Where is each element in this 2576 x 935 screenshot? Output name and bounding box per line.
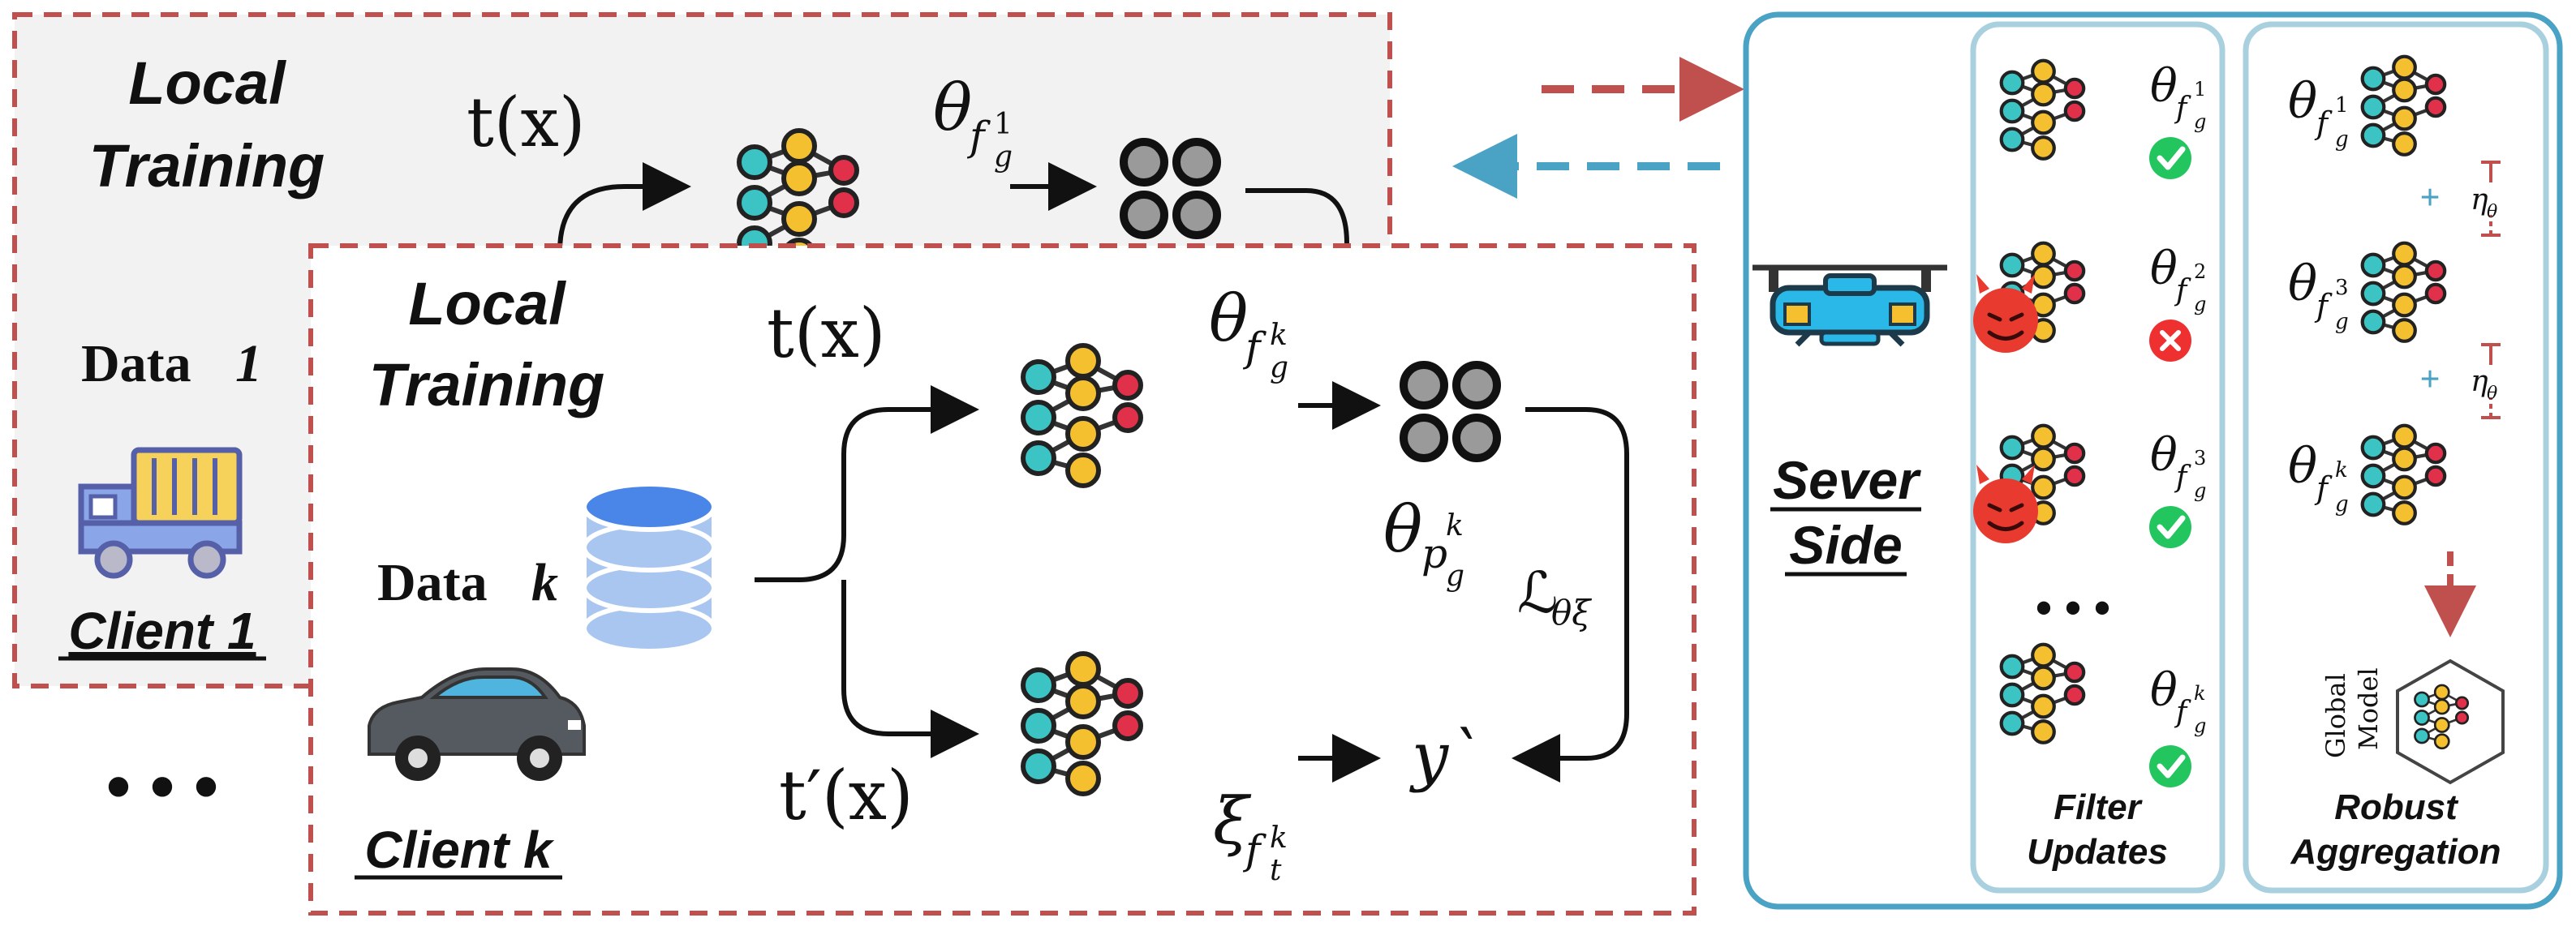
cross-icon [2149,320,2191,362]
car-icon [368,667,586,781]
client1-transform-arrow [557,162,691,252]
truck-icon [78,447,243,579]
client1-theta-subsub: g [994,140,1013,174]
eta-weight-1 [2481,161,2501,237]
agg-eta-1-sub: θ [2487,202,2497,222]
filter-item-k-sup: k [2194,682,2206,705]
devil-icon [1973,465,2038,543]
client1-theta-base: θ [933,70,972,145]
global-model-line2: Model [2353,667,2384,750]
server-panel: Sever Side θ f g 1 [1743,11,2563,910]
client1-title-line1: Local [128,49,286,117]
client1-data-prefix: Data [81,334,191,393]
filter-caption-line1: Filter [2053,787,2143,827]
clientk-theta-p-sub: p [1421,530,1447,577]
clientk-theta-f-subsub: g [1270,351,1288,384]
clientk-data-prefix: Data [377,553,488,612]
client1-theta-sup: 1 [994,108,1013,141]
devil-icon [1973,274,2038,353]
agg-item-1-sup: 1 [2335,93,2349,118]
global-model-icon [2396,658,2505,785]
database-icon [582,482,716,654]
clientk-output-label: y` [1409,718,1481,794]
server-title-line1: Sever [1773,450,1921,510]
filter-item-3-sup: 3 [2194,447,2206,470]
clientk-title-line2: Training [369,351,605,418]
clients-ellipsis: • • • [105,747,219,827]
filter-item-3-subsub: g [2194,479,2206,502]
clientk-loss-base: ℒ [1517,560,1558,626]
agg-item-k-sup: k [2335,458,2348,483]
client1-title-line2: Training [89,132,325,199]
filter-item-k-theta: θ [2150,664,2178,717]
filter-item-1-theta: θ [2150,60,2178,113]
agg-item-k-theta: θ [2288,438,2317,495]
global-model-line1: Global [2320,673,2351,758]
clientk-loss-sub: θξ [1551,593,1592,633]
filter-updates-column: θ f g 1 θ f g 2 [1970,21,2226,894]
check-icon [2149,506,2191,548]
check-icon [2149,745,2191,787]
clientk-title-line1: Local [408,270,566,337]
clientk-theta-p-base: θ [1383,491,1422,567]
client1-data-index: 1 [235,334,262,393]
clientk-loss-bracket [1512,407,1629,783]
agg-item-2-theta: θ [2288,255,2317,312]
filter-item-1-sup: 1 [2194,78,2206,101]
clientk-data-index: k [531,553,558,612]
filter-item-2-subsub: g [2194,293,2206,315]
agg-eta-2-sub: θ [2487,384,2497,404]
clientk-xi-base: ξ [1213,783,1252,859]
clientk-transform-bottom: t′(x) [779,756,914,835]
agg-item-1-theta: θ [2288,73,2317,130]
clientk-label: Client k [364,821,555,879]
client1-transform: t(x) [467,83,586,162]
filter-item-k-subsub: g [2194,714,2206,737]
robust-aggregation-column: θ f g 1 + η θ θ f g 3 + [2243,21,2549,894]
check-icon [2149,137,2191,179]
agg-eta-2: η [2471,365,2488,398]
agg-item-1-subsub: g [2335,127,2349,152]
agg-item-2-subsub: g [2335,310,2349,334]
clientk-xi-sup: k [1270,821,1288,855]
eta-weight-2 [2481,343,2501,419]
agg-plus-2: + [2419,359,2440,399]
agg-item-2-sup: 3 [2335,276,2349,300]
clientk-theta-p-sup: k [1446,509,1464,543]
clientk-theta-f-sup: k [1270,319,1288,352]
clientk-theta-f-base: θ [1209,281,1248,356]
clientk-theta-p-subsub: g [1446,560,1464,593]
filter-item-3-theta: θ [2150,429,2178,482]
client1-label: Client 1 [68,602,256,660]
clientk-projection-icon [1400,361,1501,462]
clientk-branch-arrows [755,385,979,582]
clientk-branch-arrow-lower [841,580,979,758]
agg-caption-line2: Aggregation [2290,832,2501,872]
agg-plus-1: + [2419,178,2440,217]
filter-item-1-subsub: g [2194,110,2206,133]
clientk-transform-top: t(x) [767,294,886,373]
filter-item-2-theta: θ [2150,242,2178,295]
filter-item-2-sup: 2 [2194,260,2206,283]
clientk-xi-subsub: t [1270,854,1282,887]
filter-ellipsis: • • • [2035,581,2110,635]
client1-projection-icon [1120,138,1221,239]
agg-caption-line1: Robust [2334,787,2459,827]
clientk-panel: Local Training Data k Client k t(x) t′(x… [308,243,1697,916]
drone-icon [1752,264,1947,347]
filter-caption-line2: Updates [2027,832,2168,872]
agg-item-k-subsub: g [2335,492,2349,517]
client1-loss-bracket [1245,188,1349,244]
agg-eta-1: η [2471,183,2488,217]
server-title-line2: Side [1789,515,1902,575]
